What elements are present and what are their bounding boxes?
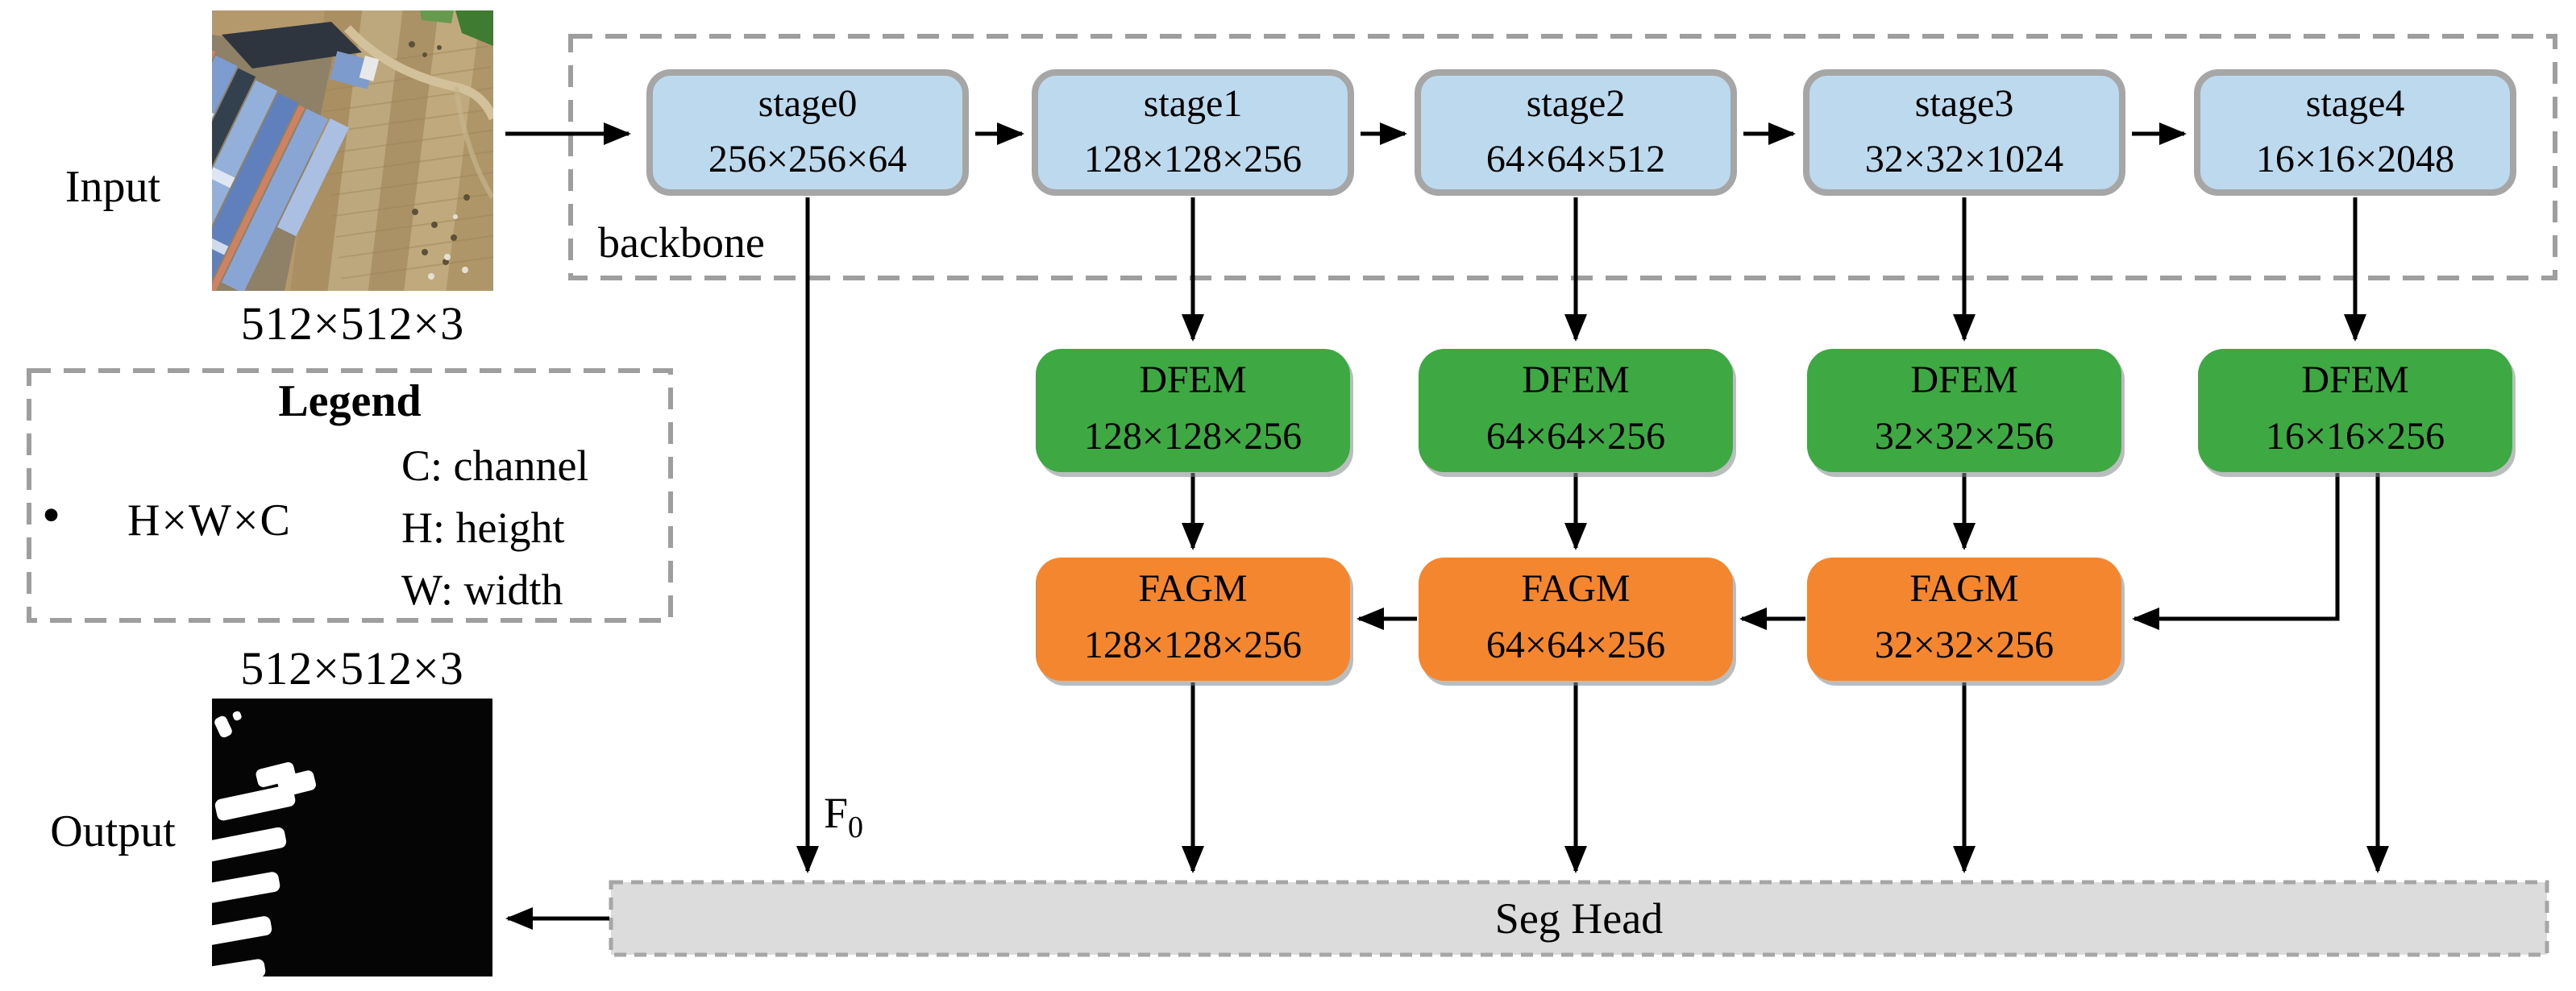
output-caption: 512×512×3 [240,642,464,695]
stage1-dims: 128×128×256 [1083,138,1303,180]
dfem2-dims: 64×64×256 [1485,415,1666,458]
dfem4-dims: 16×16×256 [2265,415,2445,458]
f0-subscript: 0 [848,810,864,844]
fagm1-dims: 128×128×256 [1083,624,1303,666]
fagm2-dims: 64×64×256 [1485,624,1666,666]
seg-head-label: Seg Head [1494,894,1664,943]
arrow-dfem4-fagm3 [2132,473,2340,630]
dfem1-dims: 128×128×256 [1083,415,1303,458]
stage4-name: stage4 [2305,82,2405,125]
stage3-name: stage3 [1914,82,2014,125]
legend-frame [27,368,673,623]
legend-title: Legend [278,376,422,426]
dfem3-name: DFEM [1910,359,2018,401]
dfem4-name: DFEM [2301,359,2409,401]
field-specks [409,41,470,265]
legend-def-channel: C: channel [401,442,589,490]
stage0-dims: 256×256×64 [708,138,908,180]
stage3-dims: 32×32×1024 [1864,138,2064,180]
stage1-name: stage1 [1143,82,1243,125]
input-label: Input [64,162,161,212]
stage4-dims: 16×16×2048 [2255,138,2455,180]
green-patch-small [420,10,454,23]
legend-item-hwc: H×W×C [127,496,292,545]
legend-bullet-icon: • [42,486,61,545]
dfem1-name: DFEM [1139,359,1247,401]
fagm2-name: FAGM [1521,567,1631,610]
backbone-frame [568,34,2557,280]
dfem3-box: DFEM 32×32×256 [1807,349,2121,472]
dfem2-name: DFEM [1522,359,1630,401]
stage0-name: stage0 [758,82,858,125]
stage2-name: stage2 [1526,82,1626,125]
legend-def-height: H: height [401,504,565,552]
f0-label: F0 [824,788,863,843]
field-specks-light [428,214,468,280]
fagm1-name: FAGM [1138,567,1248,610]
fagm2-box: FAGM 64×64×256 [1419,558,1733,681]
output-label: Output [50,806,176,856]
dfem2-box: DFEM 64×64×256 [1419,349,1733,472]
fagm3-name: FAGM [1909,567,2019,610]
dirt-road [343,25,493,121]
stage3-box: stage3 32×32×1024 [1803,69,2125,196]
seg-head-bar [609,880,2549,957]
output-mask [212,699,492,976]
building-cluster [212,22,380,291]
input-caption: 512×512×3 [240,297,465,350]
stage2-box: stage2 64×64×512 [1415,69,1737,196]
green-patch [455,10,493,46]
dirt-trail [454,86,493,199]
mask-stripes [212,711,316,976]
fagm3-box: FAGM 32×32×256 [1807,558,2121,681]
stage2-dims: 64×64×512 [1485,138,1666,180]
stage0-box: stage0 256×256×64 [646,69,969,196]
fagm1-box: FAGM 128×128×256 [1036,558,1350,681]
dfem4-box: DFEM 16×16×256 [2198,349,2512,472]
backbone-label: backbone [598,218,765,267]
input-image [212,10,493,291]
fagm3-dims: 32×32×256 [1874,624,2055,666]
dfem3-dims: 32×32×256 [1874,415,2055,458]
stage1-box: stage1 128×128×256 [1032,69,1354,196]
f0-base: F [824,789,849,837]
legend-def-width: W: width [401,566,563,614]
dfem1-box: DFEM 128×128×256 [1036,349,1350,472]
stage4-box: stage4 16×16×2048 [2194,69,2516,196]
legend-definitions: C: channel H: height W: width [401,435,588,621]
